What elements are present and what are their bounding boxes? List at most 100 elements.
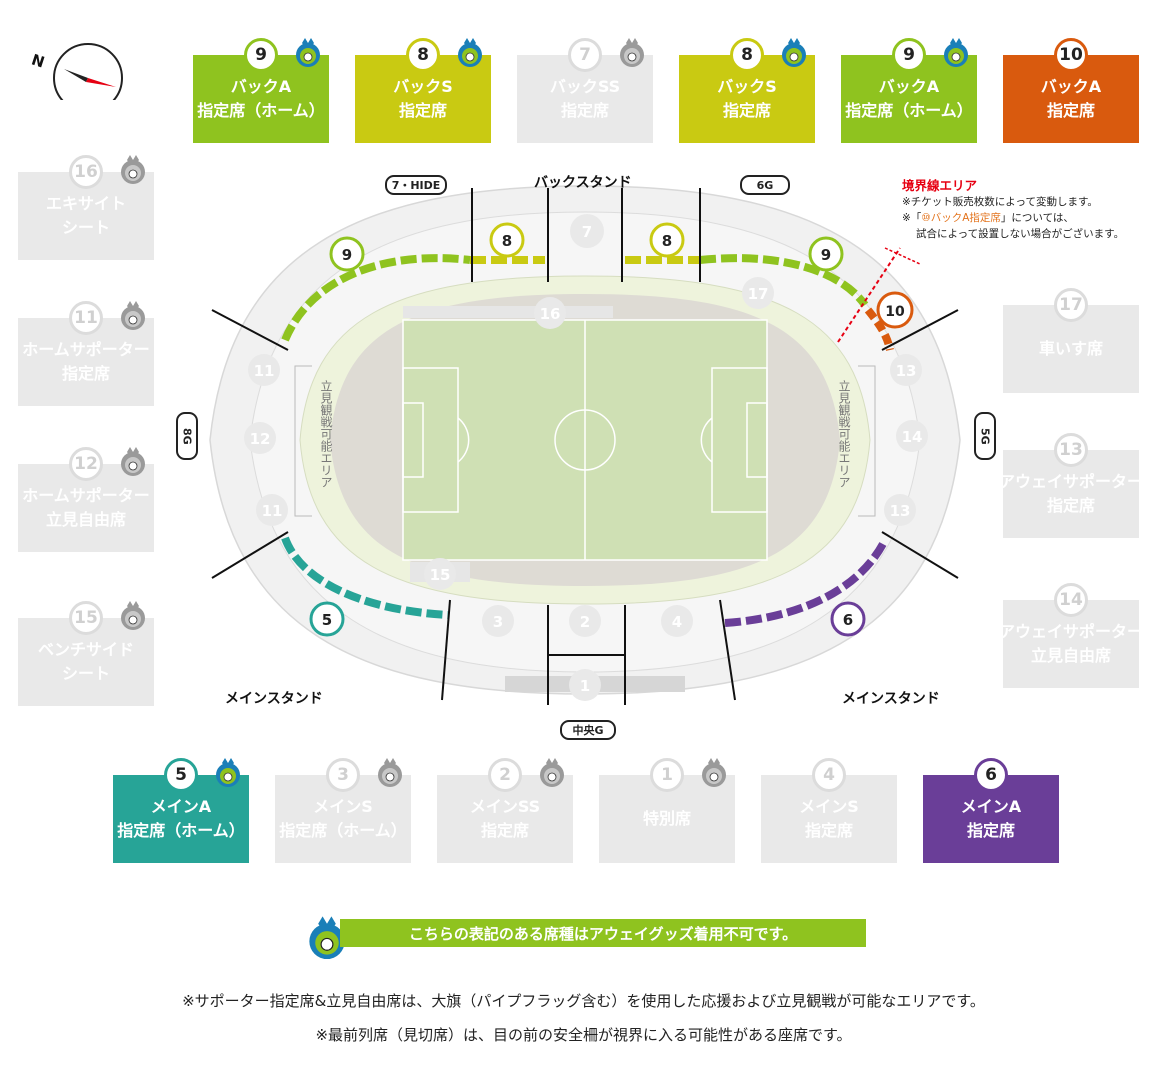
zone-5: 5 bbox=[322, 611, 332, 629]
border-area-line3: 試合によって設置しない場合がございます。 bbox=[916, 228, 1125, 240]
bottom-card-title: メインS bbox=[313, 797, 373, 816]
zone-11-bottom: 11 bbox=[262, 502, 283, 520]
footnote-supporter: ※サポーター指定席&立見自由席は、大旗（パイプフラッグ含む）を使用した応援および… bbox=[182, 992, 985, 1010]
right-card-subtitle: 指定席 bbox=[1046, 496, 1095, 515]
top-card-number-badge: 9 bbox=[244, 38, 278, 72]
left-card-0[interactable]: エキサイトシート bbox=[18, 172, 154, 260]
zone-8-right: 8 bbox=[662, 232, 672, 250]
top-card-4[interactable]: バックA 指定席（ホーム） bbox=[841, 55, 977, 143]
strip-9-left bbox=[281, 254, 471, 342]
gate-5: 5G bbox=[974, 412, 996, 460]
zone-7: 7 bbox=[582, 223, 592, 241]
bottom-card-3[interactable]: 特別席 bbox=[599, 775, 735, 863]
bottom-card-subtitle: 指定席（ホーム） bbox=[117, 821, 245, 840]
bottom-card-number-badge: 2 bbox=[488, 758, 522, 792]
right-card-title: アウェイサポーター bbox=[999, 622, 1144, 641]
bottom-card-number-badge: 3 bbox=[326, 758, 360, 792]
border-area-line1: ※チケット販売枚数によって変動します。 bbox=[902, 196, 1098, 208]
bellmare-crest-icon bbox=[118, 444, 148, 478]
top-card-subtitle: 指定席 bbox=[560, 101, 609, 120]
bottom-card-subtitle: 指定席（ホーム） bbox=[279, 821, 407, 840]
top-card-number-badge: 8 bbox=[406, 38, 440, 72]
border-area-title: 境界線エリア bbox=[902, 178, 978, 193]
top-card-title: バックS bbox=[717, 77, 777, 96]
top-card-title: バックSS bbox=[549, 77, 621, 96]
bottom-card-title: メインSS bbox=[469, 797, 541, 816]
zone-6: 6 bbox=[843, 611, 853, 629]
bottom-card-subtitle: 指定席 bbox=[480, 821, 529, 840]
top-card-subtitle: 指定席 bbox=[398, 101, 447, 120]
zone-10: 10 bbox=[885, 304, 905, 320]
top-card-subtitle: 指定席 bbox=[1046, 101, 1095, 120]
bellmare-crest-icon bbox=[779, 35, 809, 69]
bellmare-crest-icon bbox=[118, 152, 148, 186]
zone-13-top: 13 bbox=[896, 362, 917, 380]
standing-area-right: 立見観戦可能エリア bbox=[837, 379, 851, 488]
left-card-subtitle: シート bbox=[61, 218, 110, 237]
gate-8: 8G bbox=[176, 412, 198, 460]
right-card-number-badge: 13 bbox=[1054, 433, 1088, 467]
compass-icon: N bbox=[29, 43, 123, 100]
left-card-title: ベンチサイド bbox=[37, 640, 134, 659]
strip-6 bbox=[724, 538, 889, 627]
top-card-subtitle: 指定席（ホーム） bbox=[845, 101, 973, 120]
top-card-title: バックA bbox=[230, 77, 292, 96]
footnote-front-row: ※最前列席（見切席）は、目の前の安全柵が視界に入る可能性がある座席です。 bbox=[315, 1026, 852, 1044]
right-card-number-badge: 17 bbox=[1054, 288, 1088, 322]
gate-7-hide: 7・HIDE bbox=[385, 175, 447, 195]
bottom-card-number-badge: 4 bbox=[812, 758, 846, 792]
zone-17: 17 bbox=[748, 285, 769, 303]
away-goods-notice: こちらの表記のある席種はアウェイグッズ着用不可です。 bbox=[300, 912, 866, 960]
bottom-card-subtitle: 指定席 bbox=[966, 821, 1015, 840]
top-card-2[interactable]: バックSS 指定席 bbox=[517, 55, 653, 143]
compass-n-label: N bbox=[29, 51, 47, 72]
gate-6: 6G bbox=[740, 175, 790, 195]
bottom-card-number-badge: 6 bbox=[974, 758, 1008, 792]
back-stand-label: バックスタンド bbox=[534, 175, 632, 191]
bottom-card-number-badge: 1 bbox=[650, 758, 684, 792]
stadium-map: 立見観戦可能エリア 立見観戦可能エリア 7 8 8 9 9 10 16 17 1… bbox=[209, 185, 961, 705]
zone-16: 16 bbox=[540, 305, 561, 323]
right-card-title: アウェイサポーター bbox=[999, 472, 1144, 491]
zone-14: 14 bbox=[902, 428, 923, 446]
main-stand-right-label: メインスタンド bbox=[842, 691, 940, 707]
top-card-title: バックA bbox=[878, 77, 940, 96]
border-area-line2: ※「⑩バックA指定席」については、 bbox=[902, 212, 1074, 224]
top-card-title: バックS bbox=[393, 77, 453, 96]
main-stand-left-label: メインスタンド bbox=[225, 691, 323, 707]
zone-11-top: 11 bbox=[254, 362, 275, 380]
left-card-1[interactable]: ホームサポーター指定席 bbox=[18, 318, 154, 406]
zone-1: 1 bbox=[580, 677, 590, 695]
left-card-subtitle: 立見自由席 bbox=[45, 510, 126, 529]
left-card-subtitle: シート bbox=[61, 664, 110, 683]
bottom-card-5[interactable]: メインA 指定席 bbox=[923, 775, 1059, 863]
border-line bbox=[837, 247, 901, 343]
bottom-card-number-badge: 5 bbox=[164, 758, 198, 792]
border-area-note: 境界線エリア ※チケット販売枚数によって変動します。 ※「⑩バックA指定席」につ… bbox=[902, 178, 1124, 242]
bellmare-crest-icon bbox=[699, 755, 729, 789]
bottom-card-title: メインS bbox=[799, 797, 859, 816]
right-card-subtitle: 立見自由席 bbox=[1030, 646, 1111, 665]
gate-center: 中央G bbox=[560, 720, 616, 740]
strip-9-right bbox=[699, 254, 869, 308]
top-card-number-badge: 7 bbox=[568, 38, 602, 72]
bottom-card-title: メインA bbox=[150, 797, 212, 816]
left-card-subtitle: 指定席 bbox=[61, 364, 110, 383]
left-card-number-badge: 11 bbox=[69, 301, 103, 335]
bellmare-crest-icon bbox=[118, 298, 148, 332]
zone-3: 3 bbox=[493, 613, 503, 631]
strip-10 bbox=[864, 307, 894, 351]
left-card-title: ホームサポーター bbox=[22, 486, 150, 505]
standing-area-left: 立見観戦可能エリア bbox=[319, 379, 333, 488]
zone-8-left: 8 bbox=[502, 232, 512, 250]
bottom-card-title: メインA bbox=[960, 797, 1022, 816]
away-goods-notice-text: こちらの表記のある席種はアウェイグッズ着用不可です。 bbox=[340, 919, 866, 947]
bellmare-crest-icon bbox=[941, 35, 971, 69]
bellmare-crest-icon bbox=[375, 755, 405, 789]
zone-12: 12 bbox=[250, 430, 271, 448]
left-card-title: ホームサポーター bbox=[22, 340, 150, 359]
left-card-number-badge: 15 bbox=[69, 601, 103, 635]
strip-5 bbox=[281, 536, 449, 619]
top-card-subtitle: 指定席（ホーム） bbox=[197, 101, 325, 120]
left-card-title: エキサイト bbox=[45, 194, 126, 213]
